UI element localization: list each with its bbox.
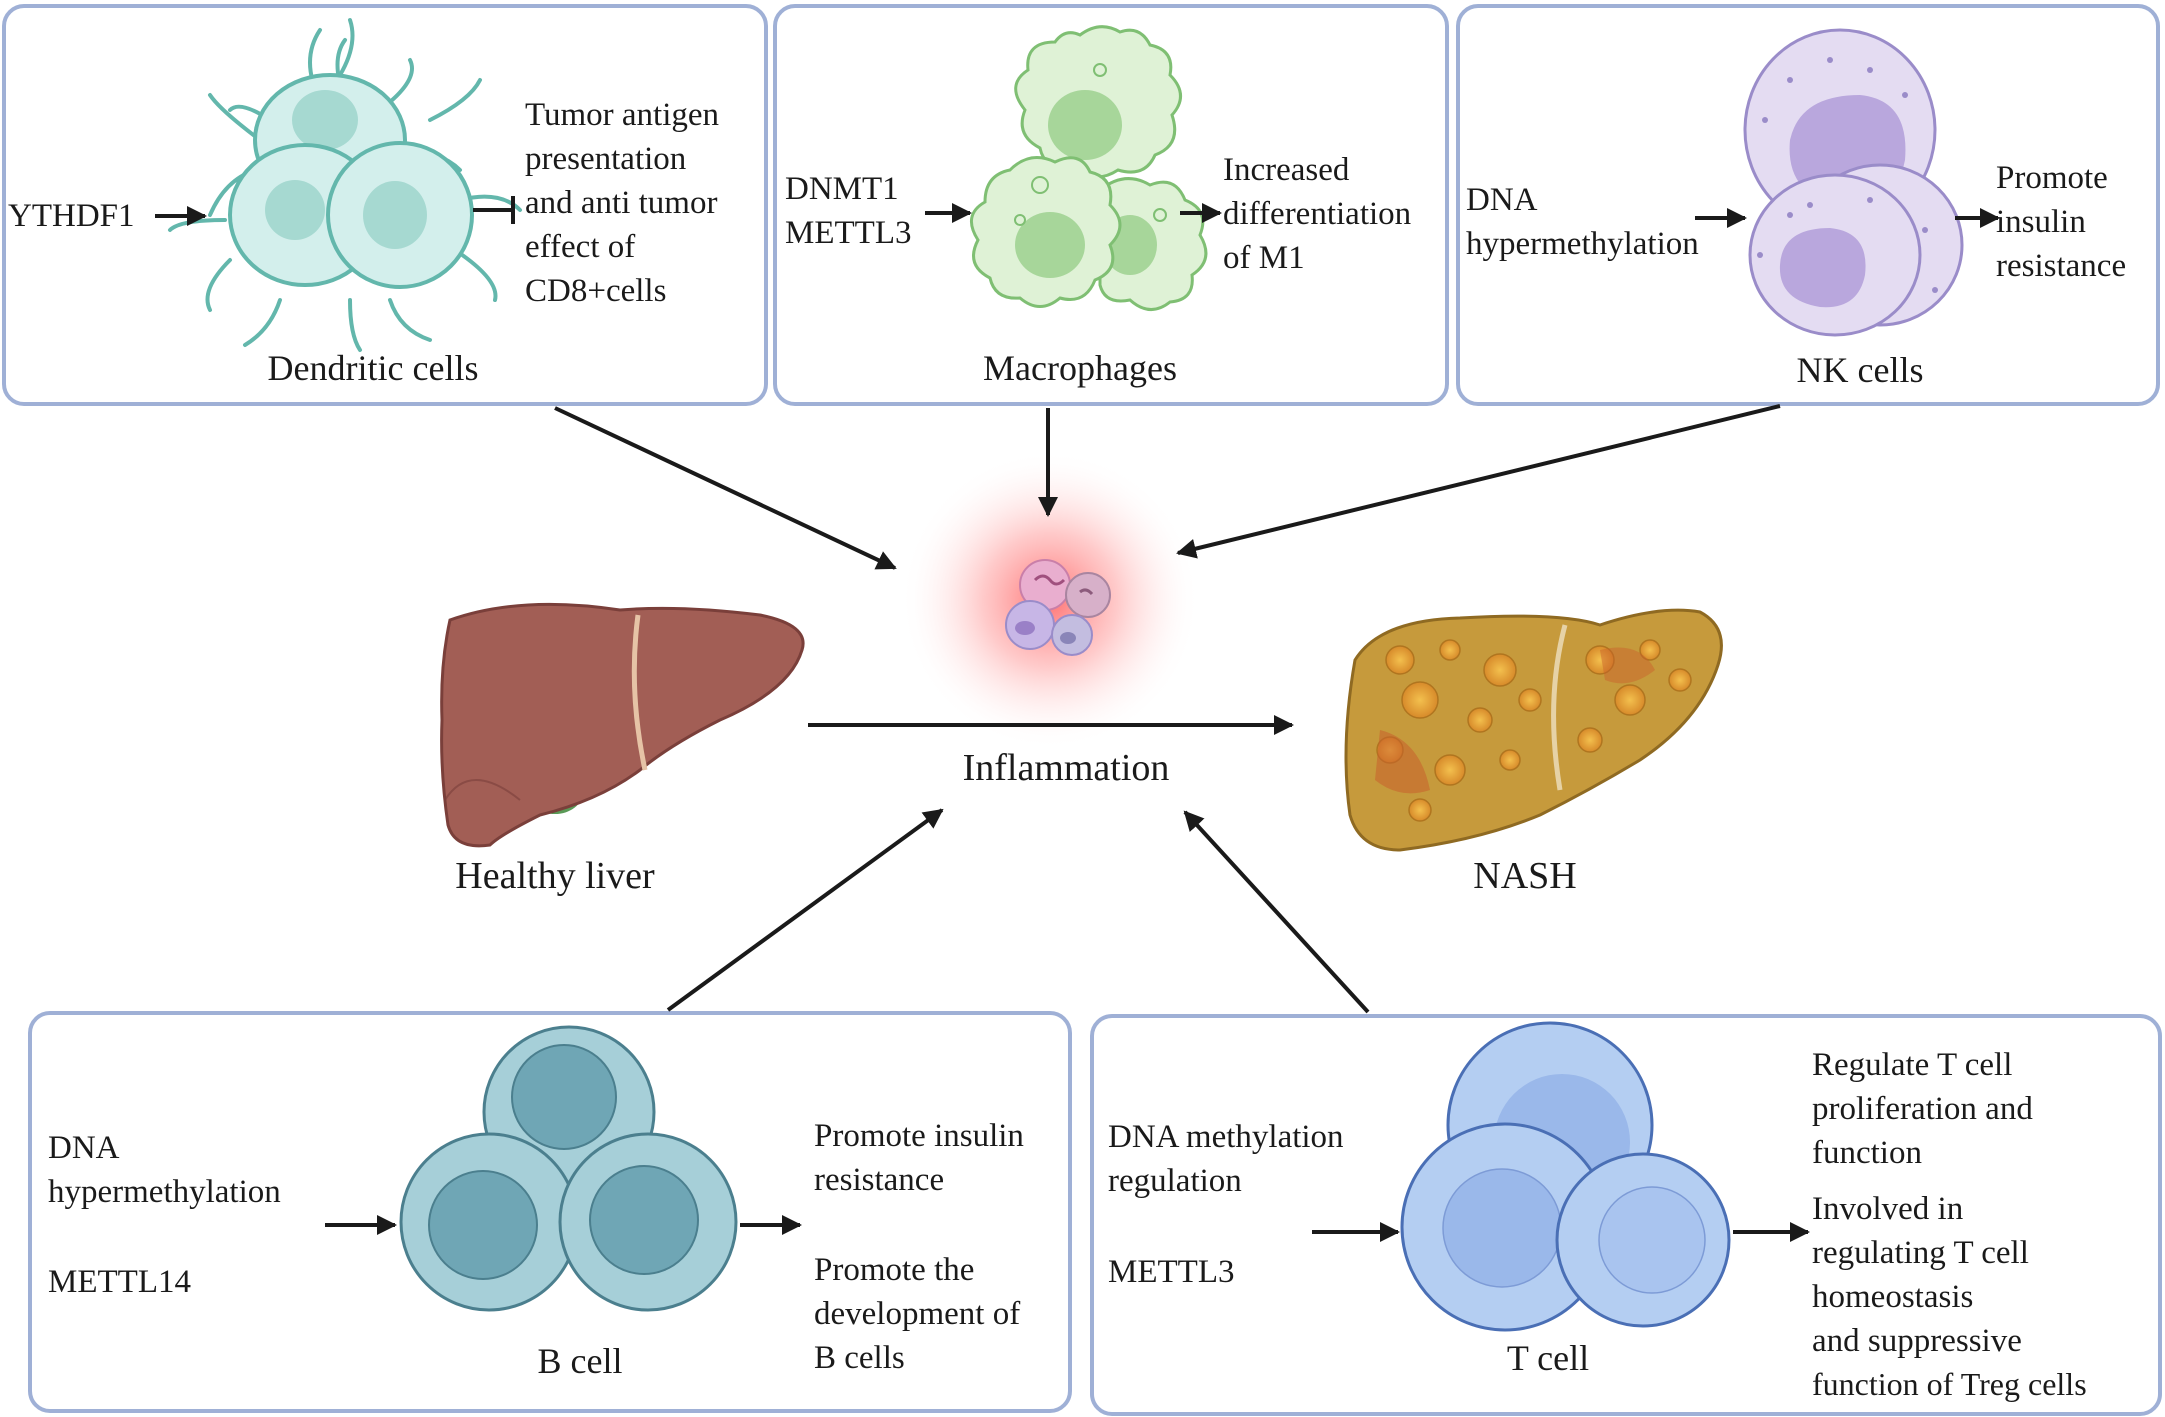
- b-cell-illustration: [399, 1025, 738, 1312]
- nash-liver-illustration: [1344, 608, 1723, 852]
- bcell-effect1-text: Promote insulin resistance: [814, 1118, 1032, 1198]
- t-cell-illustration: [1400, 1021, 1731, 1332]
- inflammation-label: Inflammation: [963, 747, 1170, 789]
- nk-cells-title: NK cells: [1797, 350, 1924, 390]
- dendritic-cell-bodies: [228, 73, 474, 289]
- macrophages-title: Macrophages: [983, 348, 1177, 388]
- bcell-to-inflammation-arrow: [666, 808, 944, 1012]
- nk-to-inflammation-arrow: [1176, 404, 1781, 559]
- tcell-regulator2-text: METTL3: [1108, 1254, 1234, 1290]
- dendritic-cell-illustration: [168, 18, 522, 352]
- macrophage-regulators: DNMT1 METTL3: [785, 171, 911, 251]
- ythdf1-label: YTHDF1: [8, 198, 135, 234]
- nk-cell-illustration: [1743, 28, 1964, 337]
- healthy-liver-illustration: [440, 602, 805, 848]
- nk-effect-text: Promote insulin resistance: [1996, 160, 2126, 284]
- dendritic-cells-title: Dendritic cells: [268, 348, 479, 388]
- tcell-regulator-text: DNA methylation regulation: [1108, 1119, 1352, 1199]
- dendritic-to-inflammation-arrow: [554, 406, 897, 570]
- tcell-to-inflammation-arrow: [1183, 810, 1370, 1014]
- nash-label: NASH: [1473, 855, 1576, 897]
- macrophage-illustration: [969, 25, 1208, 311]
- dendritic-effect-text: Tumor antigen presentation and anti tumo…: [525, 97, 727, 309]
- nk-regulator-text: DNA hypermethylation: [1466, 182, 1699, 262]
- bcell-effect2-text: Promote the development of B cells: [814, 1252, 1028, 1376]
- macrophage-effect-text: Increased differentiation of M1: [1223, 152, 1419, 276]
- immune-cells-cluster: [1005, 559, 1111, 656]
- b-cell-title: B cell: [538, 1341, 623, 1381]
- tcell-effect1-text: Regulate T cell proliferation and functi…: [1812, 1047, 2041, 1171]
- bcell-regulator-text: DNA hypermethylation: [48, 1130, 281, 1210]
- healthy-liver-label: Healthy liver: [455, 855, 655, 897]
- bcell-regulator2-text: METTL14: [48, 1264, 191, 1300]
- t-cell-title: T cell: [1507, 1338, 1589, 1378]
- tcell-effect2-text: Involved in regulating T cell homeostasi…: [1812, 1191, 2087, 1402]
